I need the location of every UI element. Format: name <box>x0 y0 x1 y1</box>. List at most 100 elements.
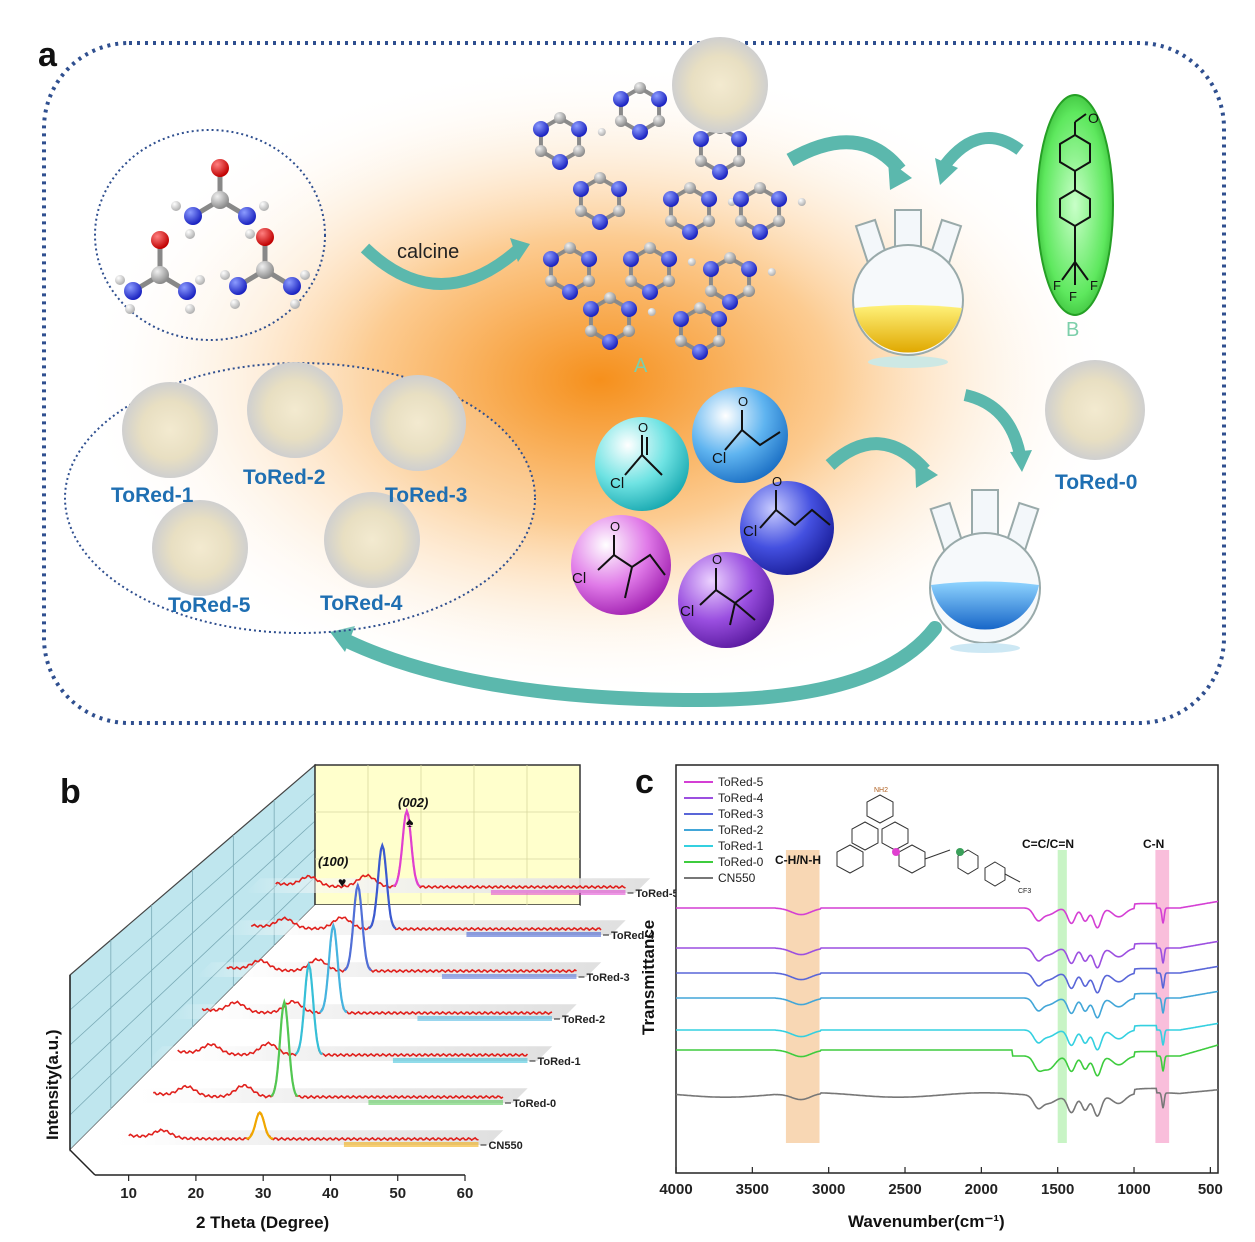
powder-tored-2 <box>247 362 343 458</box>
network-h <box>687 258 696 266</box>
network-atom <box>724 252 736 264</box>
powder-tored-5 <box>152 500 248 596</box>
network-atom <box>594 172 606 184</box>
ir-band-0 <box>785 850 820 1143</box>
legend-c: ToRed-5ToRed-4ToRed-3ToRed-2ToRed-1ToRed… <box>684 775 764 885</box>
label-a-molecule: A <box>634 355 648 377</box>
b-tick-label: 30 <box>255 1185 272 1202</box>
xrd-curve-tored-5 <box>275 809 626 890</box>
xrd-curve-tored-2 <box>201 924 553 1016</box>
sphere-dimethylbutanoyl: O Cl <box>571 515 671 615</box>
network-atom <box>634 82 646 94</box>
b-f1-label: F <box>1053 278 1061 293</box>
sphere-propionyl: O Cl <box>692 387 788 483</box>
xrd-peak-tored-4 <box>368 841 397 930</box>
xrd-peak-cn550 <box>246 1110 274 1140</box>
arrow-to-tored0-head <box>1010 450 1032 472</box>
b-tick-label: 10 <box>120 1185 137 1202</box>
sphere-butyryl: O Cl <box>740 474 834 575</box>
network-atom <box>771 191 788 207</box>
network-atom <box>661 251 678 267</box>
xrd-series-group: ToRed-5ToRed-4ToRed-3ToRed-2ToRed-1ToRed… <box>98 807 679 1152</box>
b-x-title: 2 Theta (Degree) <box>196 1213 329 1232</box>
label-tored-2: ToRed-2 <box>243 466 325 489</box>
annot-100-heart: ♥ <box>338 874 346 890</box>
ir-series-group <box>675 900 1219 1117</box>
ir-curve-tored-5 <box>676 900 1219 929</box>
powder-tored-3 <box>370 375 466 471</box>
network-atom <box>703 215 716 227</box>
b-y-title: Intensity(a.u.) <box>43 1029 62 1140</box>
xrd-tail-tored-5 <box>490 890 626 895</box>
panel-a-letter: a <box>38 36 58 74</box>
svg-text:Cl: Cl <box>743 523 757 540</box>
c-x-title: Wavenumber(cm⁻¹) <box>848 1212 1005 1231</box>
network-h <box>797 198 806 206</box>
svg-text:O: O <box>610 519 620 534</box>
series-label-tored-4: ToRed-4 <box>611 930 655 942</box>
network-atom <box>581 251 598 267</box>
arrow-to-flask-2 <box>940 132 1024 169</box>
network-atom <box>532 121 549 137</box>
c-tick-label: 3000 <box>812 1181 845 1198</box>
legend-label-cn550: CN550 <box>718 871 756 885</box>
network-atom <box>713 335 726 347</box>
inset-marker-magenta <box>892 848 900 856</box>
ir-curve-tored-4 <box>676 940 1219 969</box>
c-y-title: Transmittance <box>639 920 658 1035</box>
powder-cn <box>672 37 768 133</box>
xrd-peak-tored-2 <box>319 922 348 1014</box>
network-atom <box>682 224 698 240</box>
band-label-chnh: C-H/N-H <box>775 853 821 867</box>
ir-band-2 <box>1155 850 1170 1143</box>
arrow-to-flask-blue-head <box>915 460 938 488</box>
series-label-cn550: CN550 <box>488 1140 522 1152</box>
svg-text:O: O <box>738 394 748 409</box>
powder-tored-4 <box>324 492 420 588</box>
panel-a: a <box>38 36 1226 725</box>
network-atom <box>542 251 559 267</box>
network-atom <box>692 131 709 147</box>
network-atom <box>583 275 596 287</box>
xrd-curve-tored-1 <box>177 961 529 1058</box>
network-atom <box>702 261 719 277</box>
arrow-to-flask-1-head <box>888 160 912 190</box>
svg-text:O: O <box>712 552 722 567</box>
network-atom <box>573 145 586 157</box>
series-ridge <box>122 1088 528 1103</box>
arrow-to-flask-1 <box>786 135 906 175</box>
network-atom <box>632 124 648 140</box>
annot-002-spade: ♠ <box>406 814 414 830</box>
network-atom <box>773 215 786 227</box>
arrow-to-flask-blue <box>825 437 930 475</box>
network-atom <box>613 205 626 217</box>
xrd-curve-tored-4 <box>250 844 602 932</box>
network-atom <box>663 275 676 287</box>
svg-text:Cl: Cl <box>572 570 586 587</box>
xrd-curve-tored-0 <box>153 1000 504 1100</box>
panel-c: c ToRed-5ToRed-4ToRed-3ToRed-2ToRed-1ToR… <box>635 763 1223 1231</box>
xrd-peak-tored-1 <box>294 960 323 1056</box>
label-tored-3: ToRed-3 <box>385 484 467 507</box>
ir-curve-cn550 <box>675 1087 1219 1117</box>
network-atom <box>722 294 738 310</box>
series-ridge <box>196 962 602 977</box>
ir-curve-tored-2 <box>676 990 1219 1019</box>
ir-curve-tored-0 <box>676 1044 1219 1077</box>
ir-bands <box>785 850 1170 1143</box>
network-atom <box>584 325 597 337</box>
b-f3-label: F <box>1090 278 1098 293</box>
calcine-arrowhead <box>510 238 530 262</box>
label-tored-5: ToRed-5 <box>168 594 251 617</box>
b-f2-label: F <box>1069 289 1077 304</box>
series-label-tored-5: ToRed-5 <box>635 888 678 900</box>
xrd-curve-cn550 <box>128 1112 479 1142</box>
molecule-b-capsule <box>1036 94 1114 316</box>
band-label-cn: C-N <box>1143 837 1164 851</box>
network-atom <box>611 181 628 197</box>
structure-inset <box>836 794 1021 887</box>
series-label-tored-3: ToRed-3 <box>586 972 629 984</box>
svg-text:O: O <box>772 474 782 489</box>
b-tick-label: 20 <box>188 1185 205 1202</box>
